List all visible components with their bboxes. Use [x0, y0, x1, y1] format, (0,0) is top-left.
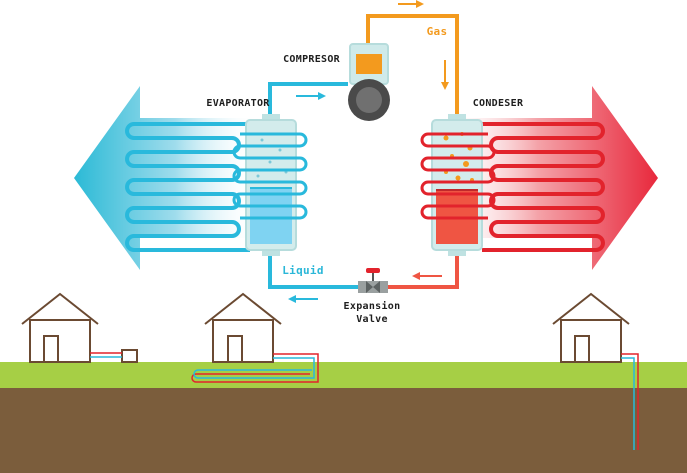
compressor — [348, 43, 390, 121]
grass-strip — [0, 362, 687, 388]
borehole-pipe-red — [621, 353, 639, 450]
flow-arrow-right-gas — [398, 0, 424, 8]
flow-arrow-left-cold — [288, 295, 318, 303]
pipe-compressor-to-condenser — [366, 14, 459, 118]
pipe-evaporator-to-compressor — [268, 82, 348, 118]
ground-loop-blue — [193, 357, 315, 379]
gas-label: Gas — [427, 25, 448, 38]
compressor-label: COMPRESOR — [283, 54, 341, 65]
house-borehole — [552, 292, 630, 363]
house-air-source — [21, 292, 138, 363]
condenser-wrap-coil — [420, 132, 496, 220]
condenser-label: CONDESER — [473, 98, 524, 109]
house-ground-loop — [204, 292, 282, 363]
expansion-valve-label-line1: Expansion — [344, 300, 401, 312]
pipe-valve-to-evaporator — [268, 252, 358, 289]
ground-loop-red — [191, 353, 319, 383]
expansion-valve-label-line2: Valve — [356, 314, 388, 325]
expansion-valve — [358, 268, 388, 293]
condenser-coil — [482, 122, 605, 252]
liquid-label: Liquid — [282, 264, 324, 277]
soil — [0, 388, 687, 473]
pipe-condenser-to-valve — [388, 252, 459, 289]
evaporator-wrap-coil — [232, 132, 308, 220]
borehole-pipe-blue — [621, 357, 635, 450]
flow-arrow-down-gas — [441, 60, 449, 90]
evaporator-coil — [125, 122, 250, 252]
evaporator-label: EVAPORATOR — [206, 98, 270, 109]
flow-arrow-left-hot — [412, 272, 442, 280]
flow-arrow-right-top — [296, 92, 326, 100]
